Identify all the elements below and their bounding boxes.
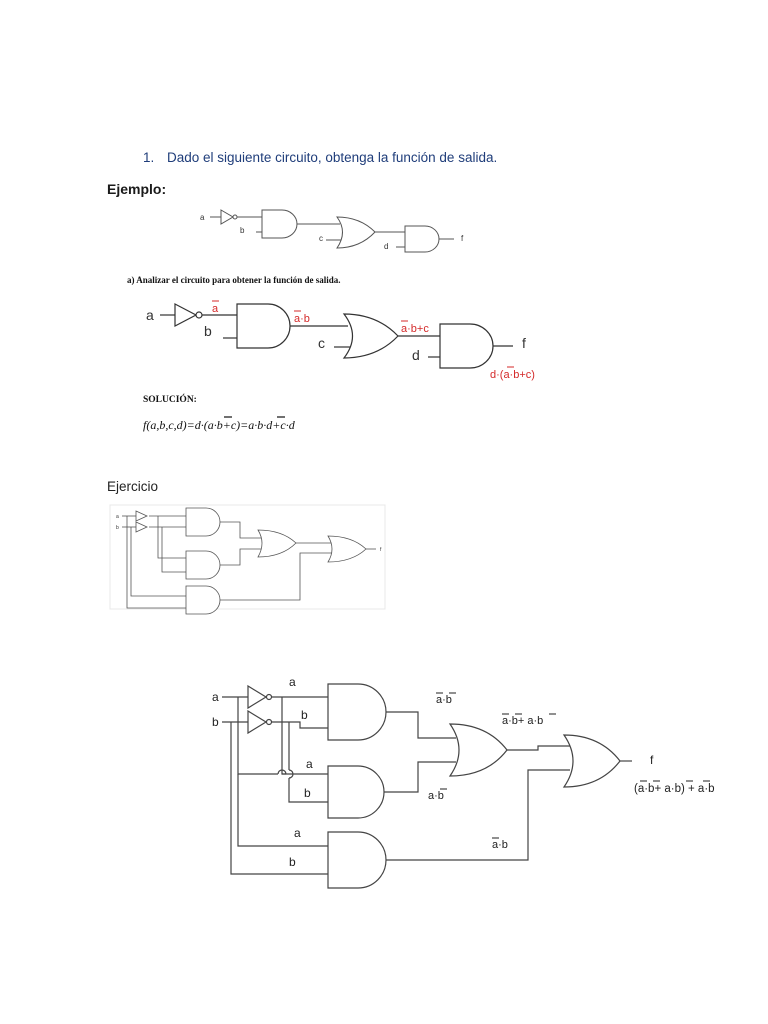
exb-gate3-b: b (289, 855, 296, 869)
ex-small-label-f: f (461, 234, 464, 243)
exb-gate1-a: a (289, 675, 296, 689)
ex-small-label-d: d (384, 242, 388, 251)
ann-label-f: f (522, 335, 526, 351)
exercise-small-circuit: a b f (109, 504, 386, 615)
exb-gate2-b: b (304, 786, 311, 800)
exb-expr-output: (a·b+ a·b) + a·b (634, 783, 715, 795)
ann-expr-or: a·b+c (401, 323, 429, 335)
question-number: 1. (143, 150, 155, 165)
step-a-instruction: a) Analizar el circuito para obtener la … (127, 275, 341, 285)
exercise-big-labels: a b a b a b a b f a·b a·b+ a·b a·b a·b (… (212, 675, 715, 869)
exb-gate3-a: a (294, 826, 301, 840)
ex-small-label-a: a (200, 213, 205, 222)
exb-input-a: a (212, 690, 219, 704)
example-annotated-circuit: a b c d f a a·b a·b+c d·(a·b+c) (146, 300, 535, 381)
ann-label-a: a (146, 307, 154, 323)
solution-formula-text: f(a,b,c,d)=d·(a·b+c)=a·b·d+c·d (143, 418, 295, 432)
exs-label-f: f (380, 547, 382, 553)
ann-expr-not-a: a (212, 303, 219, 315)
exb-output-f: f (650, 753, 654, 767)
example-heading: Ejemplo: (107, 181, 167, 197)
exs-label-b: b (116, 525, 119, 531)
overbar-a1 (224, 416, 232, 418)
exs-label-a: a (116, 514, 119, 520)
question-text: Dado el siguiente circuito, obtenga la f… (167, 150, 498, 165)
ann-expr-output: d·(a·b+c) (490, 369, 535, 381)
ex-small-label-c: c (319, 234, 323, 243)
solution-formula: f(a,b,c,d)=d·(a·b+c)=a·b·d+c·d (143, 416, 295, 433)
exb-gate2-a: a (306, 757, 313, 771)
exb-expr-gate1: a·b (436, 694, 452, 706)
ann-expr-and: a·b (294, 313, 310, 325)
exb-input-b: b (212, 715, 219, 729)
ann-label-d: d (412, 347, 420, 363)
exb-expr-gate2: a·b (428, 790, 444, 802)
overbar-a2 (277, 416, 285, 418)
exercise-big-circuit (222, 683, 632, 889)
exb-gate1-b: b (301, 708, 308, 722)
example-small-circuit: a b c d f (200, 209, 464, 253)
ann-label-c: c (318, 335, 325, 351)
exercise-heading: Ejercicio (107, 479, 159, 494)
exb-expr-gate3: a·b (492, 839, 508, 851)
solution-title: SOLUCIÓN: (143, 395, 197, 405)
ann-label-b: b (204, 323, 212, 339)
exb-expr-or1: a·b+ a·b (502, 715, 543, 727)
ex-small-label-b: b (240, 226, 245, 235)
